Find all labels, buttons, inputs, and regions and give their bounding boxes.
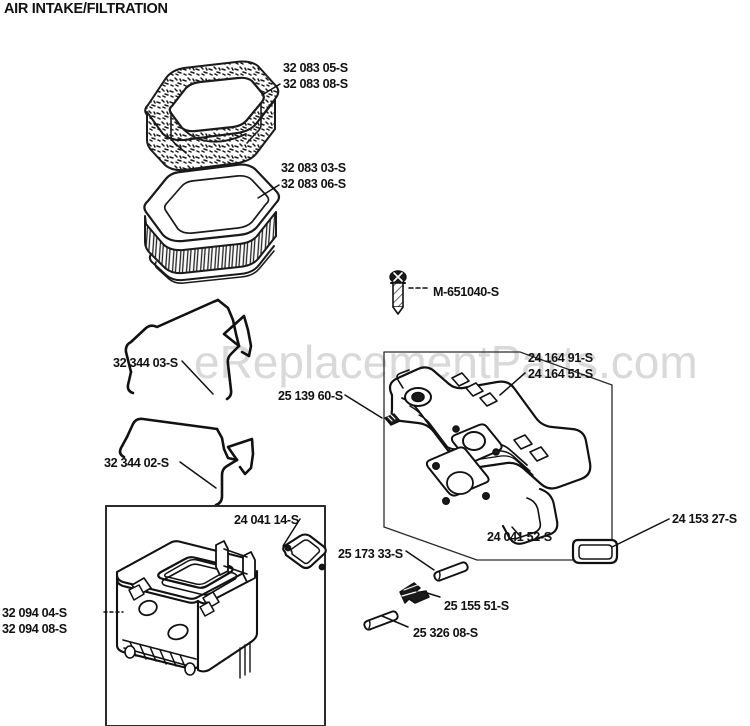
callout-pin-long: 25 173 33-S (338, 547, 403, 561)
air-cleaner-panel-border (105, 505, 326, 726)
callout-precleaner-b: 32 083 08-S (283, 77, 348, 91)
callout-air-filter-a: 32 083 03-S (281, 161, 346, 175)
callout-link-rod-lower: 32 344 02-S (104, 456, 169, 470)
bracket-part (399, 582, 430, 604)
pin-short-part (363, 610, 399, 631)
callout-screw: M-651040-S (433, 285, 499, 299)
air-cleaner-base-part (115, 540, 259, 679)
callout-pin-short: 25 326 08-S (413, 626, 478, 640)
link-rod-lower-part (118, 417, 255, 507)
callout-air-cleaner-base-b: 32 094 08-S (2, 622, 67, 636)
callout-link-rod-upper: 32 344 03-S (113, 356, 178, 370)
callout-air-cleaner-base-a: 32 094 04-S (2, 606, 67, 620)
callout-manifold-a: 24 164 91-S (528, 351, 593, 365)
intake-gasket-part (282, 533, 327, 571)
callout-air-filter-b: 32 083 06-S (281, 177, 346, 191)
intake-manifold-part (388, 366, 592, 545)
air-filter-part (143, 163, 281, 284)
callout-exhaust-gasket: 24 153 27-S (672, 512, 737, 526)
callout-manifold-b: 24 164 51-S (528, 367, 593, 381)
exhaust-gasket-part (571, 538, 619, 565)
callout-clamp: 25 139 60-S (278, 389, 343, 403)
screw-part (389, 270, 430, 315)
callout-precleaner-a: 32 083 05-S (283, 61, 348, 75)
callout-bracket: 25 155 51-S (444, 599, 509, 613)
link-rod-upper-part (124, 298, 253, 401)
page-title: AIR INTAKE/FILTRATION (4, 1, 168, 17)
clamp-part (384, 413, 401, 426)
callout-base-gasket: 24 041 52-S (487, 530, 552, 544)
leader-lines (103, 83, 670, 628)
callout-intake-gasket-top: 24 041 14-S (234, 513, 299, 527)
pin-long-part (433, 561, 469, 582)
watermark-text: eReplacementParts.com (194, 336, 698, 388)
precleaner-part (144, 60, 280, 172)
